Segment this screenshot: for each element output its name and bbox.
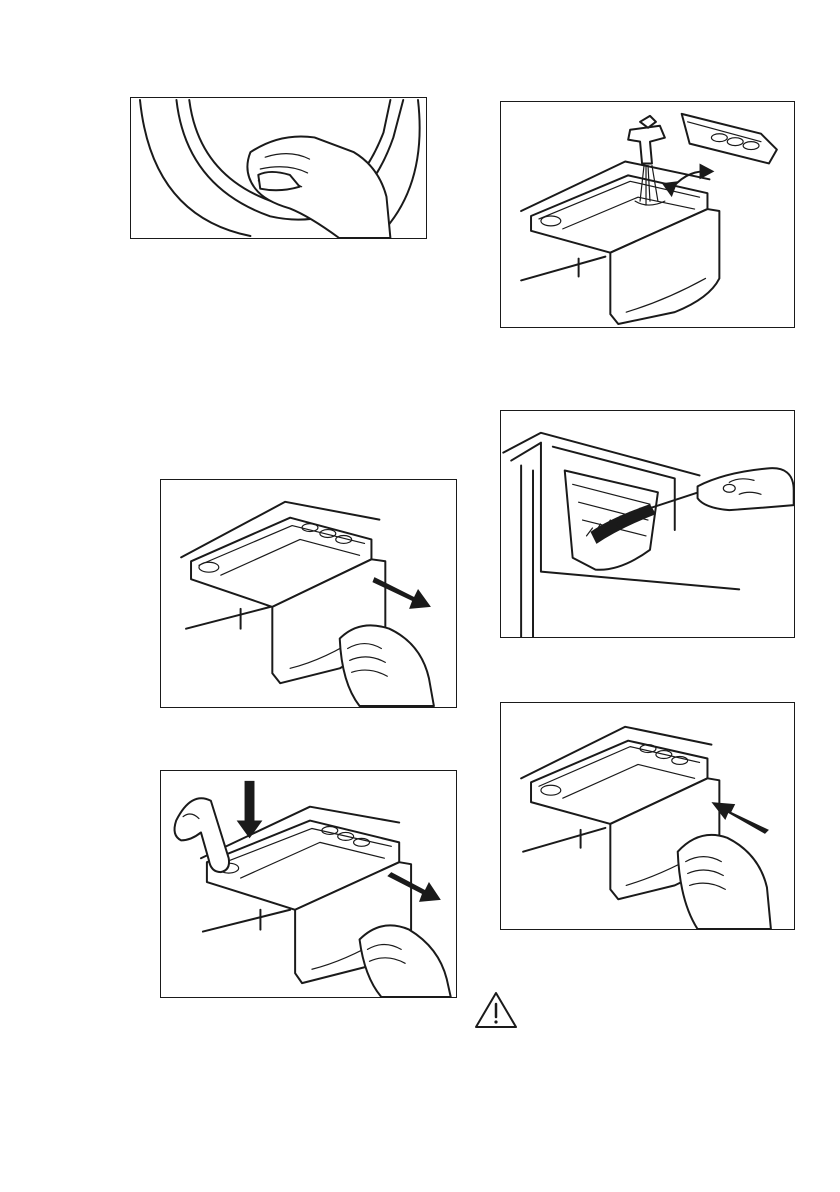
press-release-figure	[160, 770, 457, 998]
insert-dispenser-icon	[501, 703, 794, 929]
insert-drawer-figure	[500, 702, 795, 930]
warning-sign	[473, 990, 519, 1030]
pull-drawer-figure	[160, 479, 457, 708]
brush-cleaning-icon	[501, 411, 794, 637]
brush-recess-figure	[500, 410, 795, 638]
press-release-lever-icon	[161, 771, 456, 997]
rinse-drawer-figure	[500, 101, 795, 328]
pull-out-dispenser-icon	[161, 480, 456, 707]
rinse-under-tap-icon	[501, 102, 794, 327]
door-seal-figure	[130, 97, 427, 239]
door-seal-cleaning-icon	[131, 98, 426, 238]
warning-triangle-icon	[473, 990, 519, 1030]
